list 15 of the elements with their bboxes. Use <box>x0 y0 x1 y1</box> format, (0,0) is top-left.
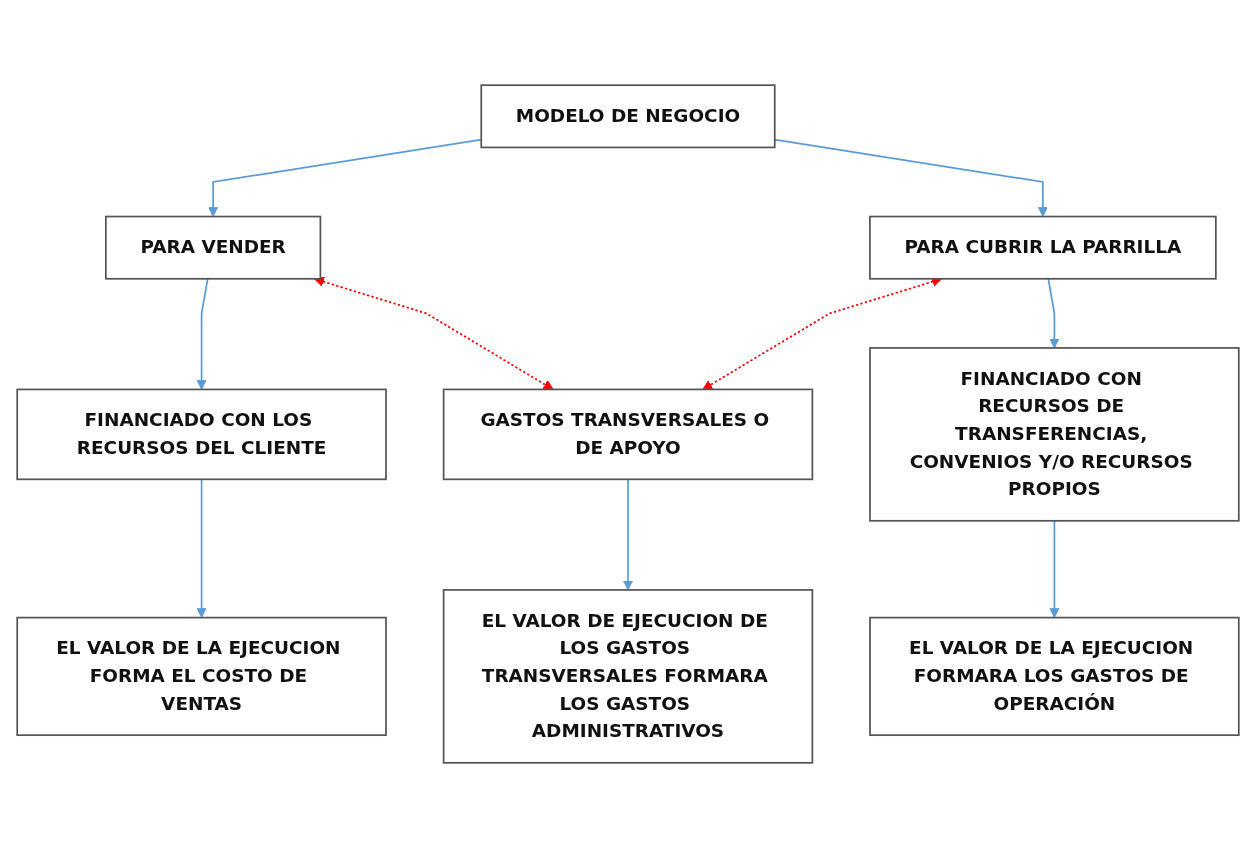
arrow <box>1049 519 1060 619</box>
node-box: PARA CUBRIR LA PARRILLA <box>869 215 1217 280</box>
arrow <box>622 478 634 591</box>
arrow <box>1047 277 1060 349</box>
node-box: EL VALOR DE LA EJECUCION FORMARA LOS GASTOS DE OPERACIÓN <box>869 616 1240 736</box>
node-box: FINANCIADO CON RECURSOS DE TRANSFERENCIAS, CONVENIOS Y/O RECURSOS PROPIOS <box>869 347 1240 522</box>
node-box: GASTOS TRANSVERSALES O DE APOYO <box>442 388 814 481</box>
arrow <box>314 276 554 390</box>
node-box: MODELO DE NEGOCIO <box>480 84 776 149</box>
node-box: EL VALOR DE LA EJECUCION FORMA EL COSTO DE VENTAS <box>16 616 387 736</box>
arrow <box>196 478 207 619</box>
node-box: FINANCIADO CON LOS RECURSOS DEL CLIENTE <box>16 388 387 481</box>
node-box: EL VALOR DE EJECUCION DE LOS GASTOS TRANSVERSALES FORMARA LOS GASTOS ADMINISTRATIVOS <box>442 589 814 764</box>
arrow <box>196 277 209 390</box>
node-box: PARA VENDER <box>105 215 322 280</box>
